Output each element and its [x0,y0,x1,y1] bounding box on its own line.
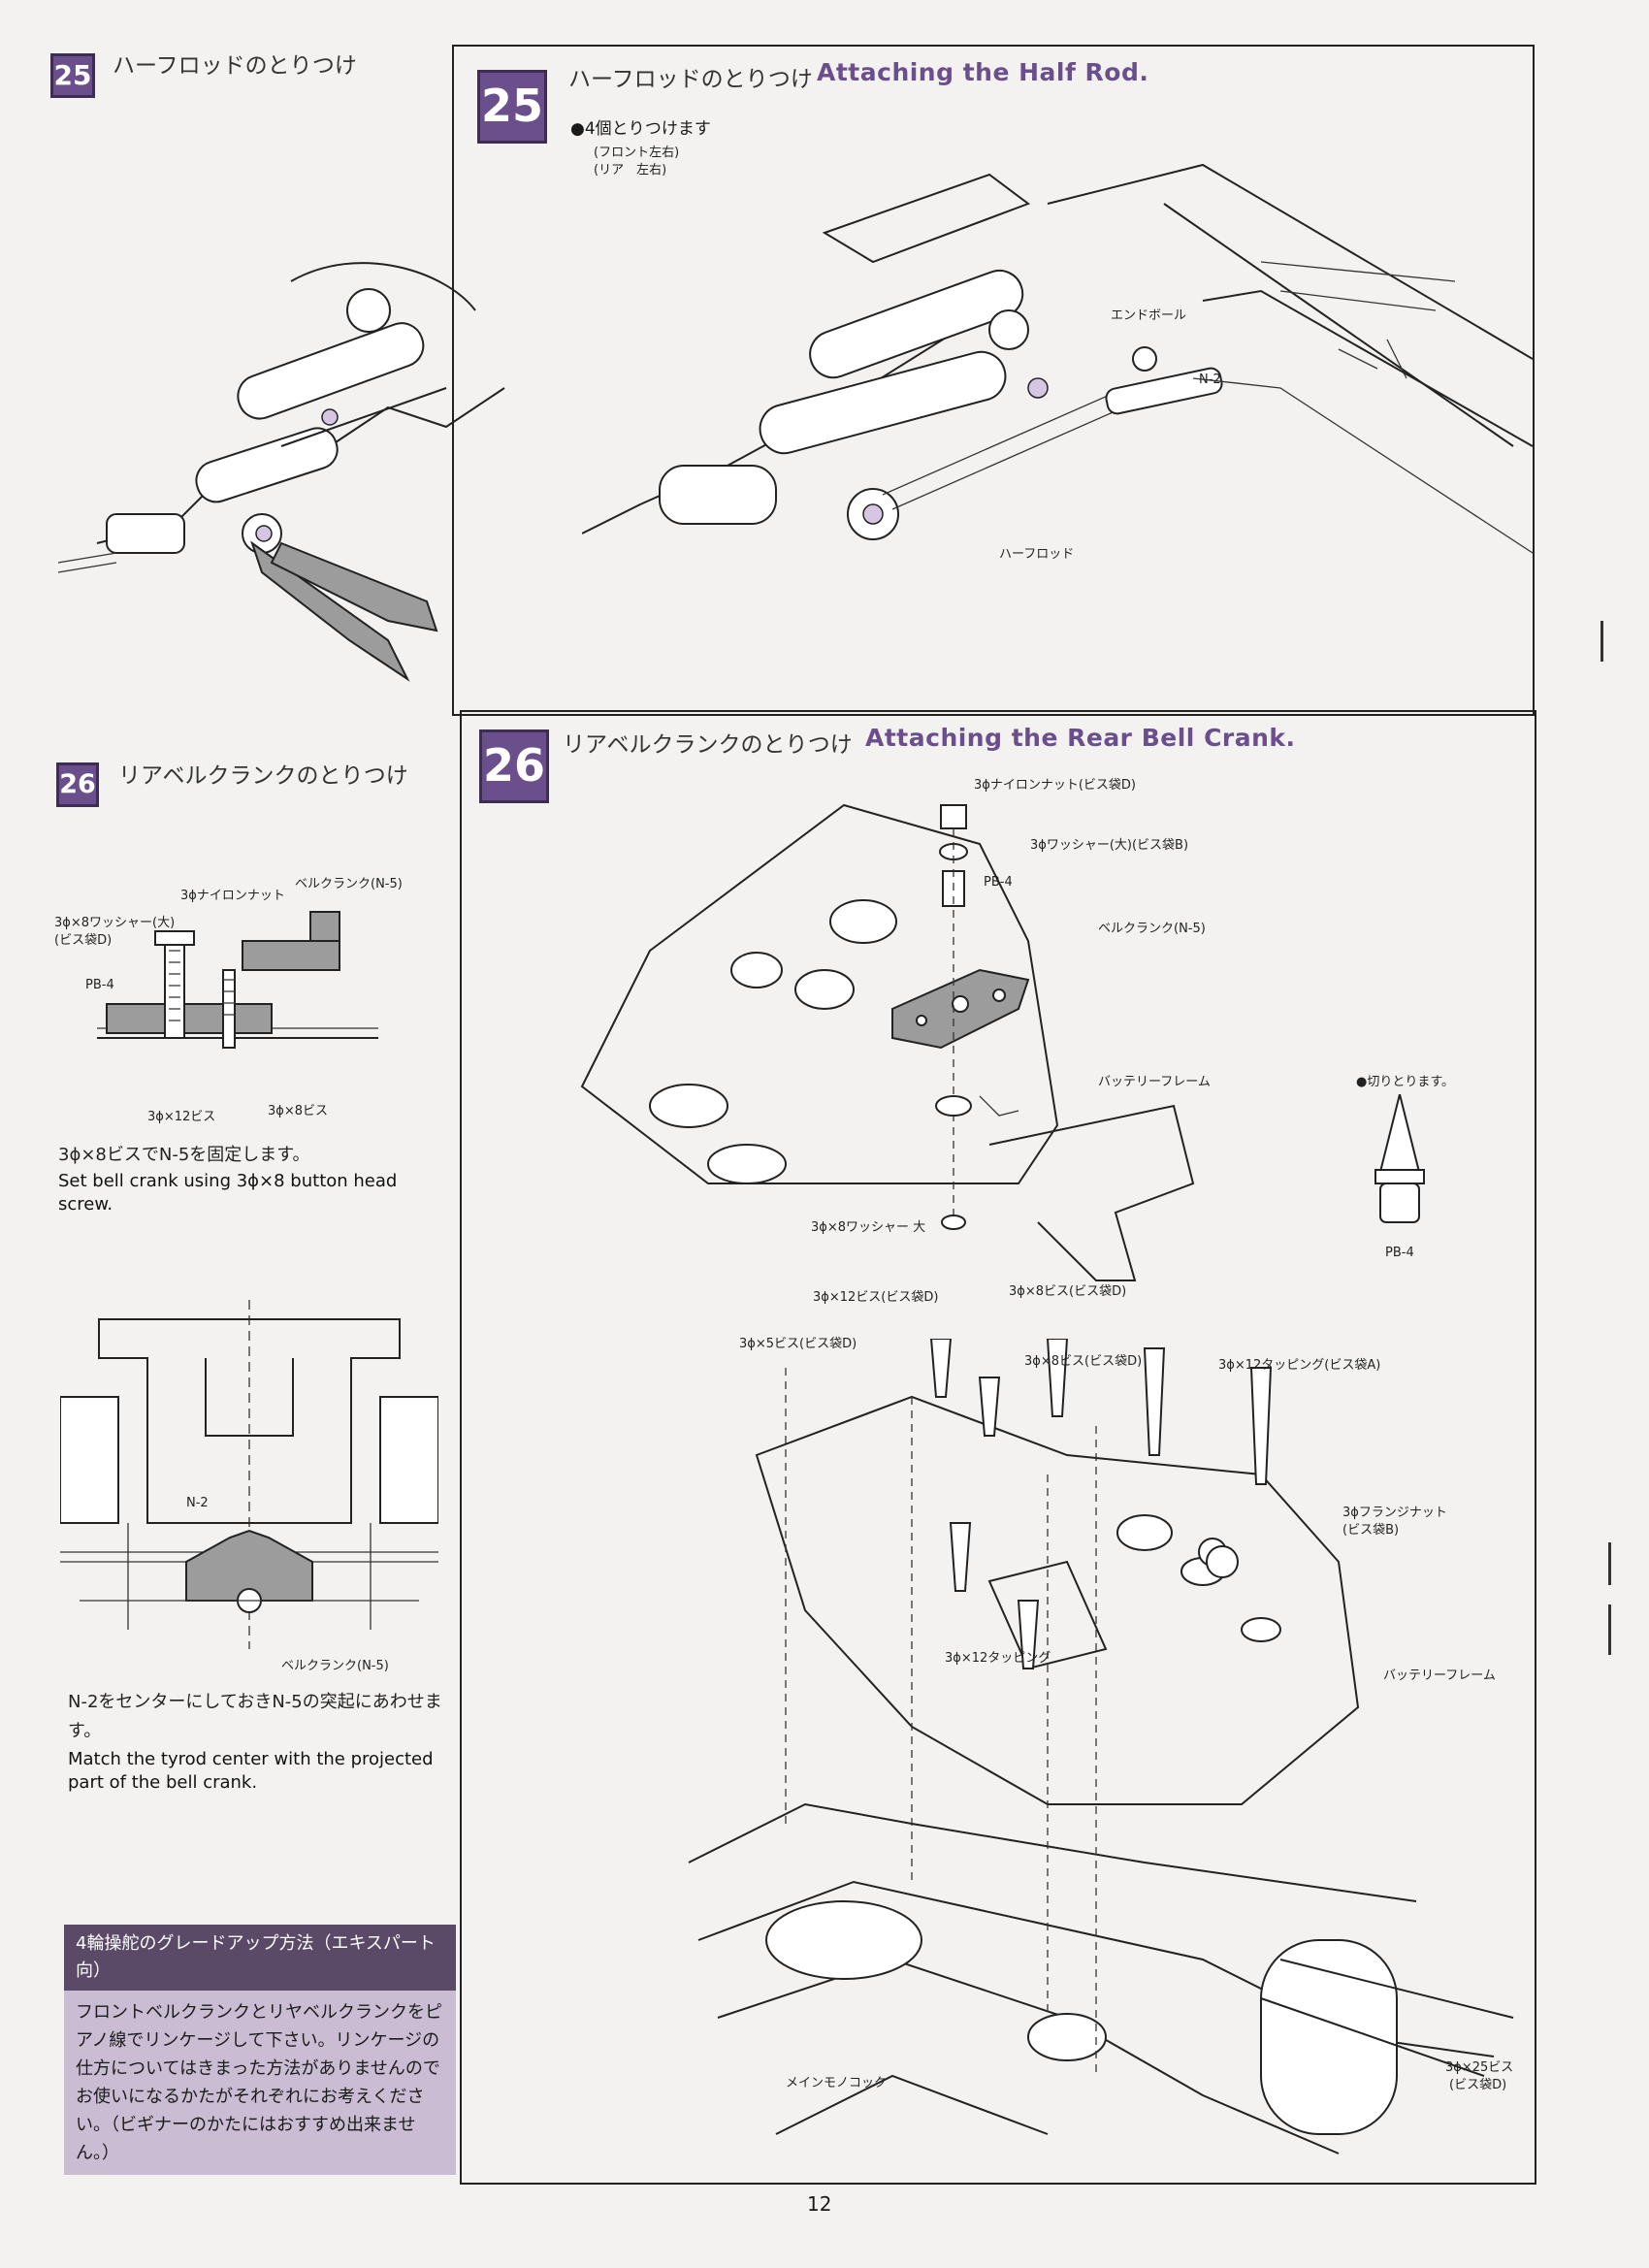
lower-flange-bag-label: (ビス袋B) [1342,1523,1400,1538]
step-25-badge-left: 25 [50,53,95,98]
step-25-note: ●4個とりつけます [570,119,711,139]
step-25-badge: 25 [477,70,547,144]
instruction-2-en: Match the tyrod center with the projecte… [68,1749,434,1793]
detail-bellcrank-label: ベルクランク(N-5) [295,877,403,891]
lower-main-monocoque-label: メインモノコック [786,2076,888,2090]
main-washer-large-label: 3ϕワッシャー(大)(ビス袋B) [1030,838,1189,853]
main-nylon-nut-label: 3ϕナイロンナット(ビス袋D) [974,778,1137,793]
lower-screw5-label: 3ϕ×5ビス(ビス袋D) [739,1337,857,1351]
step-26-badge: 26 [479,729,549,803]
lower-screw8-label: 3ϕ×8ビス(ビス袋D) [1024,1354,1143,1369]
upgrade-box-heading: 4輪操舵のグレードアップ方法（エキスパート向） [64,1925,456,1991]
main-screw8-label: 3ϕ×8ビス(ビス袋D) [1009,1284,1127,1299]
detail-washer-label: 3ϕ×8ワッシャー(大) [54,916,176,930]
tyrod-center-illustration [60,1300,438,1649]
lower-screw25-label: 3ϕ×25ビス [1445,2060,1514,2075]
page-number: 12 [807,2192,832,2216]
detail-screw12-label: 3ϕ×12ビス [147,1110,216,1124]
battery-frame-illustration [580,803,1195,1281]
step-26-title-left: リアベルクランクのとりつけ [118,763,408,789]
main-pb4-label: PB-4 [984,875,1013,890]
step-25-note-rear: (リア 左右) [594,163,667,178]
main-battery-frame-label: バッテリーフレーム [1098,1075,1211,1089]
chassis-assembly-illustration [688,1339,1514,2155]
step-25-frame [452,45,1535,716]
lower-tapping12-label: 3ϕ×12タッピング [945,1651,1051,1666]
pb4-cut-illustration [1374,1094,1425,1223]
margin-mark-1 [1600,621,1603,662]
lower-tapping12a-label: 3ϕ×12タッピング(ビス袋A) [1218,1358,1381,1373]
margin-mark-3 [1608,1604,1611,1655]
main-bellcrank-label: ベルクランク(N-5) [1098,922,1206,936]
pb4-cut-label: PB-4 [1385,1246,1414,1260]
cut-note-label: ●切りとります。 [1356,1075,1455,1089]
tyrod-bellcrank-label: ベルクランク(N-5) [281,1659,389,1673]
step-25-title-en: Attaching the Half Rod. [817,58,1149,86]
step-25-endball-label: エンドボール [1111,308,1187,323]
step-25-n2-label: N-2 [1199,373,1221,387]
main-washer8-label: 3ϕ×8ワッシャー 大 [811,1220,926,1235]
step-25-title-left: ハーフロッドのとりつけ [113,53,357,79]
tyrod-n2-label: N-2 [186,1496,209,1510]
detail-pb4-label: PB-4 [85,978,114,992]
step-25-title-jp: ハーフロッドのとりつけ [568,67,813,92]
step-25-note-front: (フロント左右) [594,146,680,160]
instruction-1-en: Set bell crank using 3ϕ×8 button head sc… [58,1171,398,1215]
bellcrank-detail-illustration [97,911,378,1049]
step-26-title-en: Attaching the Rear Bell Crank. [865,724,1296,752]
detail-washer-bag-label: (ビス袋D) [54,933,113,948]
lower-flange-nut-label: 3ϕフランジナット [1342,1506,1447,1520]
step-26-frame [460,710,1536,2185]
main-screw12-label: 3ϕ×12ビス(ビス袋D) [813,1290,939,1305]
detail-nylon-nut-label: 3ϕナイロンナット [180,889,285,903]
step-26-title-jp: リアベルクランクのとりつけ [563,732,853,758]
lower-battery-frame-label: バッテリーフレーム [1383,1669,1496,1683]
instruction-2-jp: N-2をセンターにしておきN-5の突起にあわせます。 [68,1692,442,1741]
upgrade-box: 4輪操舵のグレードアップ方法（エキスパート向） フロントベルクランクとリヤベルク… [64,1925,456,2175]
upgrade-box-body: フロントベルクランクとリヤベルクランクをピアノ線でリンケージして下さい。リンケー… [64,1991,456,2175]
step-26-badge-left: 26 [56,762,99,807]
step-25-left-illustration [57,262,505,682]
lower-screw25-bag-label: (ビス袋D) [1449,2078,1507,2092]
instruction-1-jp: 3ϕ×8ビスでN-5を固定します。 [58,1145,310,1165]
detail-screw8-label: 3ϕ×8ビス [268,1104,329,1118]
step-25-halfrod-label: ハーフロッド [999,547,1075,562]
step-25-main-illustration [582,163,1533,554]
margin-mark-2 [1608,1542,1611,1585]
